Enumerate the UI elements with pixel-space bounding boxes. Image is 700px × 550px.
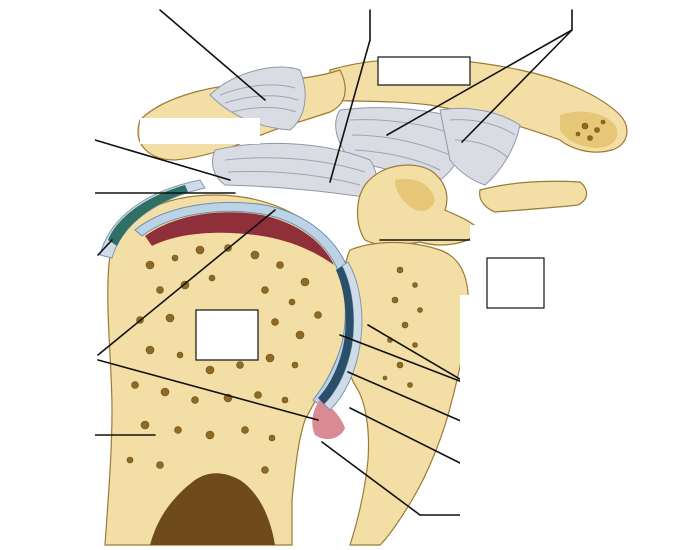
humerus [104, 194, 355, 546]
scapula [339, 180, 588, 546]
leader-line-10 [97, 209, 276, 356]
joint-capsule [99, 179, 363, 411]
label-box-humerus-head [195, 309, 259, 361]
leader-line-3 [329, 39, 371, 183]
biceps-tendon-sheath [108, 185, 188, 246]
label-box-top-ligament [377, 56, 471, 86]
left-blank-area [0, 100, 95, 550]
humerus-spongy-bone [126, 244, 322, 474]
leader-line-16 [347, 371, 471, 426]
clavicle-cross-section-pores [575, 119, 606, 141]
leader-line-15 [367, 324, 471, 386]
leader-line-9 [97, 239, 113, 256]
medullary-cavity [150, 473, 275, 545]
leader-line-11 [97, 359, 319, 421]
leader-line-14 [339, 334, 471, 386]
leader-line-6 [461, 29, 573, 143]
coracoid-process [356, 164, 481, 246]
scapula-pores [382, 266, 423, 388]
leader-line-18 [321, 441, 421, 516]
right-blank-area-lower [460, 295, 700, 550]
label-box-right [486, 257, 545, 309]
leader-lines [94, 9, 573, 516]
leader-line-1 [159, 9, 266, 101]
leader-line-7 [94, 139, 231, 181]
leader-line-17 [349, 407, 471, 469]
leader-line-5 [386, 29, 573, 136]
label-box-upper-left [140, 118, 260, 144]
